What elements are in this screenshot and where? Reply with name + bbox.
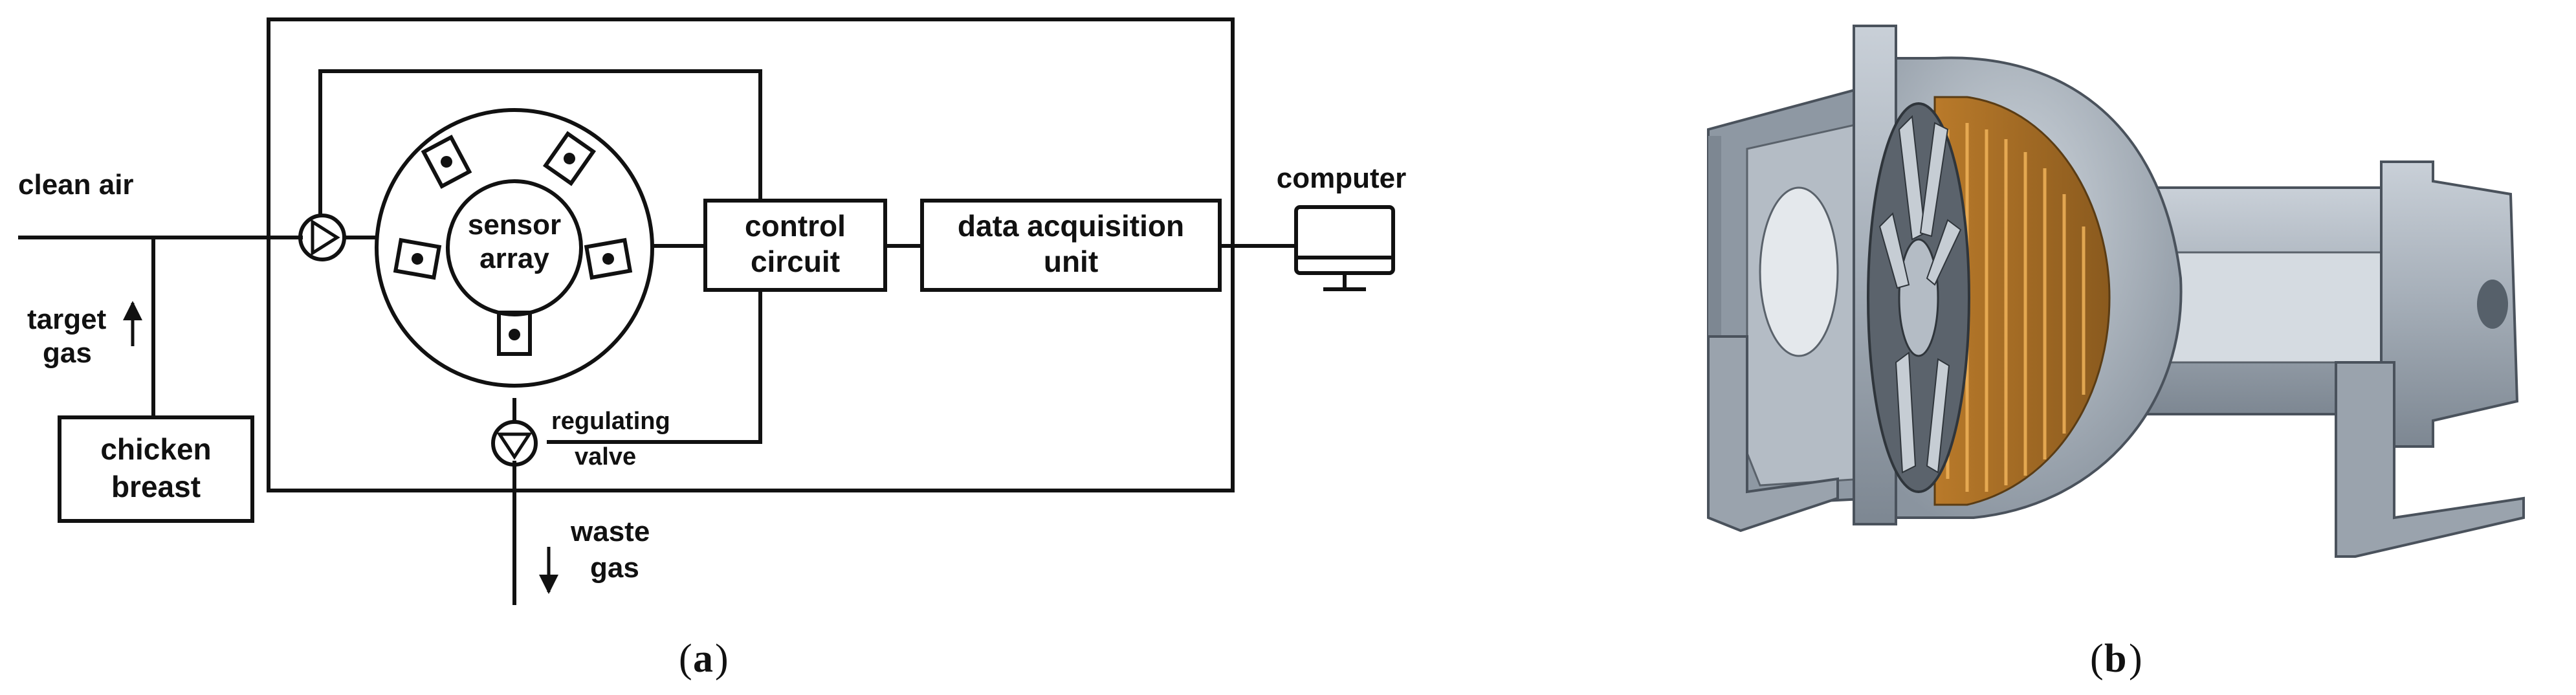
valve-label: valve (575, 443, 636, 470)
control-to-valve-line (547, 290, 762, 444)
daq-label-line2: unit (1044, 245, 1098, 278)
chicken-label: chicken (100, 432, 211, 466)
data-acquisition-box (920, 199, 1222, 292)
caption-a-letter: a (693, 637, 713, 681)
svg-text:): ) (715, 637, 729, 681)
sensor-element (421, 135, 472, 189)
control-circuit-box (703, 199, 887, 292)
array-label: array (479, 243, 549, 274)
caption-b: ( b ) (2090, 637, 2142, 681)
left-support (1707, 335, 1839, 533)
svg-text:(: ( (2090, 637, 2104, 681)
sensor-element (393, 237, 442, 280)
enclosure-box (267, 17, 1235, 492)
sensor-chamber-outer (375, 108, 654, 388)
panel-b-chamber-render (1707, 25, 2525, 558)
daq-label-line1: data acquisition (958, 209, 1184, 243)
clean-air-label: clean air (18, 169, 134, 201)
regulating-valve-icon (491, 420, 538, 467)
sensor-label: sensor (468, 209, 561, 241)
svg-text:(: ( (679, 637, 692, 681)
target-label: target (27, 303, 107, 335)
chicken-breast-box (58, 415, 254, 523)
svg-text:): ) (2129, 637, 2142, 681)
right-flange (2380, 160, 2519, 448)
waste-label: waste (570, 516, 650, 547)
computer-icon (1294, 205, 1395, 291)
sensor-element (542, 131, 597, 186)
computer-label: computer (1277, 162, 1406, 194)
breast-label: breast (111, 470, 201, 503)
sensor-element (584, 237, 633, 280)
sensor-element (497, 311, 532, 356)
caption-a: ( a ) (679, 637, 729, 681)
inlet-opening (1759, 186, 1839, 357)
loop-line (318, 69, 762, 217)
spoked-holder (1867, 102, 1970, 493)
panel-a-schematic (18, 17, 1395, 605)
circuit-label: circuit (751, 245, 840, 278)
waste-gas-label: gas (590, 552, 639, 584)
target-gas-label: gas (43, 337, 92, 369)
pump-icon (298, 214, 346, 261)
right-support (2335, 361, 2525, 558)
regulating-label: regulating (551, 408, 670, 435)
control-label: control (745, 209, 846, 243)
caption-b-letter: b (2104, 637, 2126, 681)
